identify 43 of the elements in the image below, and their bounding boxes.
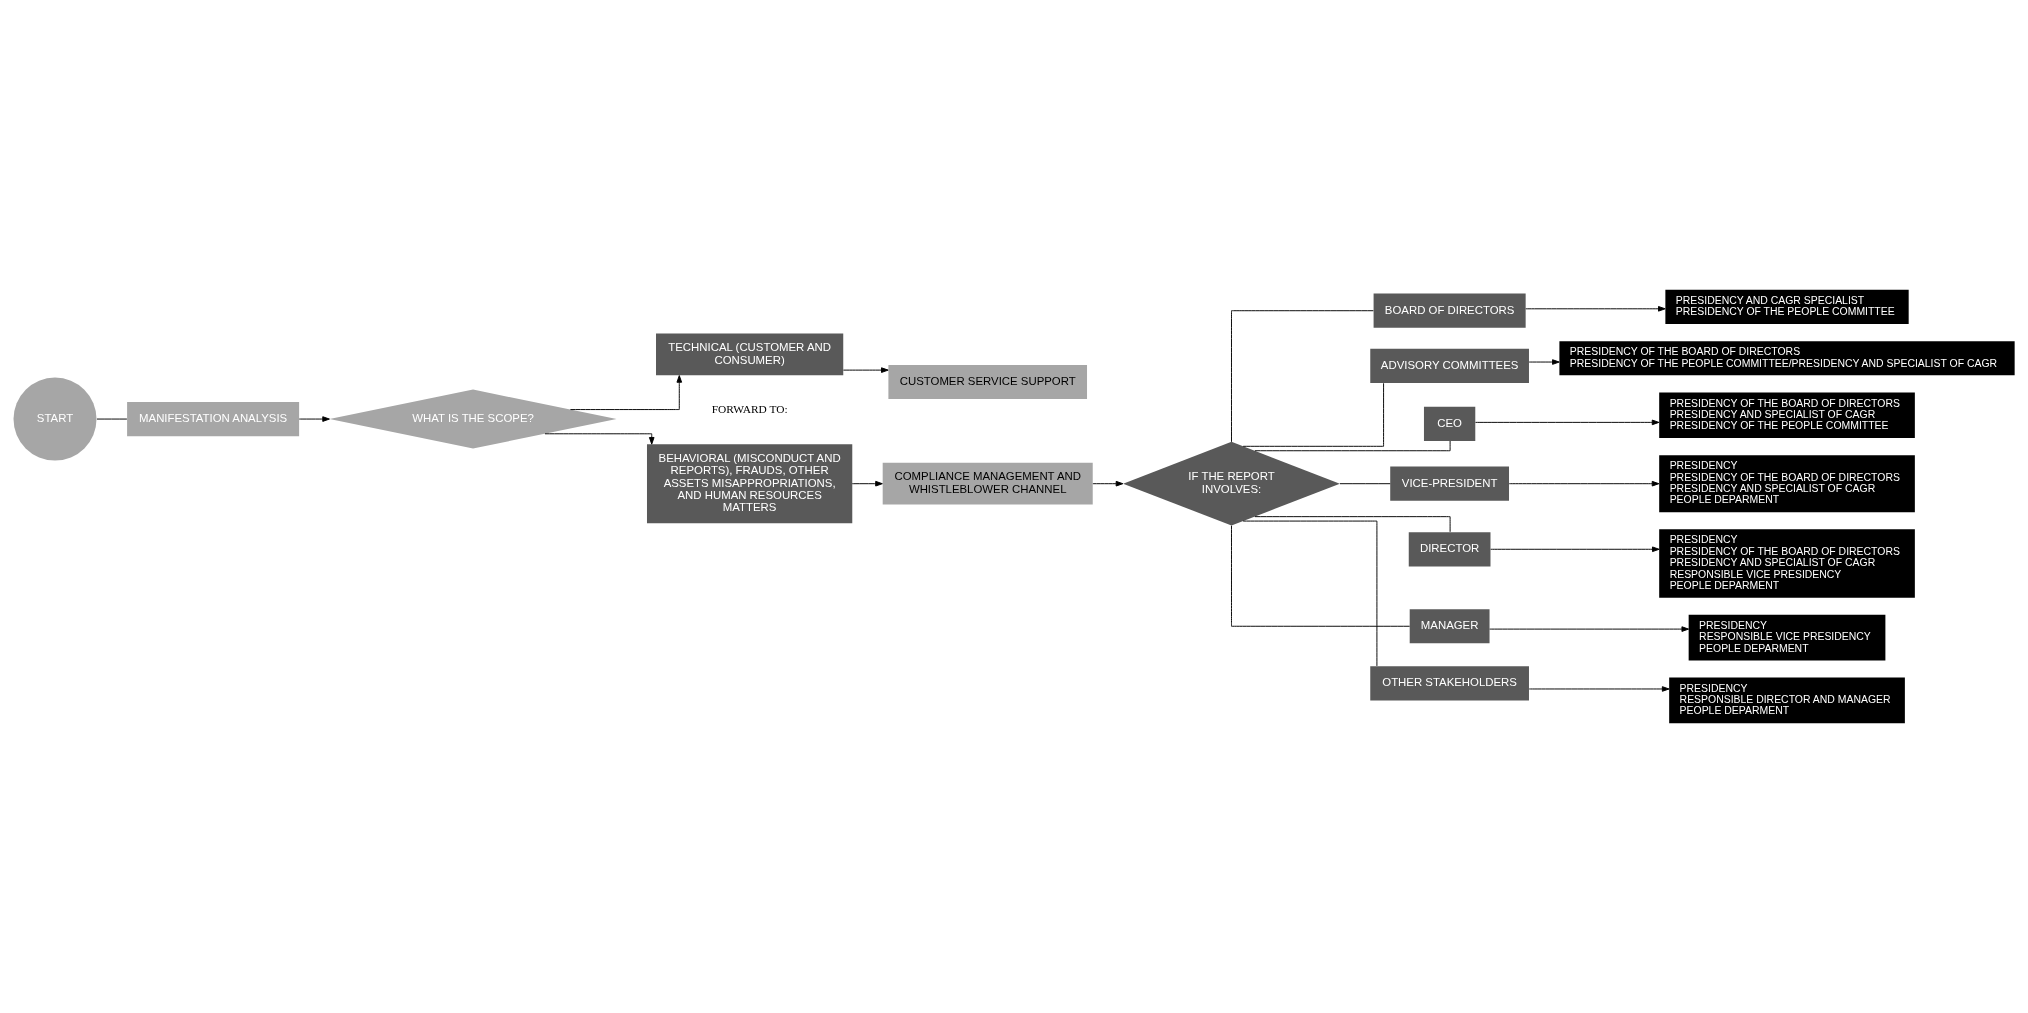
arrow [1490,546,1660,553]
connector [1231,310,1374,443]
node-box: VICE-PRESIDENT [1390,466,1509,501]
arrow [1092,480,1124,487]
connector [1339,483,1391,485]
node-box: PRESIDENCY RESPONSIBLE VICE PRESIDENCY PEOPLE DEPARMENT [1688,614,1886,661]
connector [1242,520,1378,667]
node-box: COMPLIANCE MANAGEMENT AND WHISTLEBLOWER CHANNEL [882,462,1093,505]
arrow [1528,686,1670,692]
arrow [1475,419,1660,426]
connector [1254,440,1451,452]
node-box: OTHER STAKEHOLDERS [1370,666,1529,701]
node-box: MANAGER [1409,609,1490,644]
label: FORWARD TO: [711,402,788,415]
arrow [851,480,883,487]
node-circle: START [13,377,97,461]
arrow [1525,306,1666,312]
node-box: CUSTOMER SERVICE SUPPORT [888,364,1088,400]
connector [1242,382,1385,447]
node-box: CEO [1423,406,1476,441]
arrow [1489,626,1690,632]
arrow [298,416,330,422]
arrow [842,367,889,373]
arrow [569,375,683,411]
node-diamond: IF THE REPORT INVOLVES: [1123,441,1340,526]
node-box: ADVISORY COMMITTEES [1370,348,1529,383]
node-box: MANIFESTATION ANALYSIS [127,401,300,437]
arrow [544,433,655,445]
node-box: BEHAVIORAL (MISCONDUCT AND REPORTS), FRAUDS, OTHER ASSETS MISAPPROPRIATIONS, AND HUMAN RESOURCES MATTERS [647,444,853,524]
arrow [1528,359,1560,365]
node-box: PRESIDENCY OF THE BOARD OF DIRECTORS PRESIDENCY AND SPECIALIST OF CAGR PRESIDENCY OF THE PEOPLE COMMITTEE [1659,392,1915,439]
node-box: PRESIDENCY OF THE BOARD OF DIRECTORS PRESIDENCY OF THE PEOPLE COMMITTEE/PRESIDENCY AND SPECIALIST OF CAGR [1559,341,2015,376]
node-box: TECHNICAL (CUSTOMER AND CONSUMER) [656,333,844,376]
node-diamond: WHAT IS THE SCOPE? [329,389,617,449]
node-box: BOARD OF DIRECTORS [1373,293,1526,328]
node-box: PRESIDENCY RESPONSIBLE DIRECTOR AND MANAGER PEOPLE DEPARMENT [1669,677,1905,724]
node-box: DIRECTOR [1408,532,1491,567]
node-box: PRESIDENCY PRESIDENCY OF THE BOARD OF DIRECTORS PRESIDENCY AND SPECIALIST OF CAGR PEOPLE DEPARMENT [1659,455,1915,513]
node-box: PRESIDENCY PRESIDENCY OF THE BOARD OF DIRECTORS PRESIDENCY AND SPECIALIST OF CAGR RESPONSIBLE VICE PRESIDENCY PEOPLE DEPARMENT [1659,529,1915,598]
connector [1254,516,1451,533]
node-box: PRESIDENCY AND CAGR SPECIALIST PRESIDENCY OF THE PEOPLE COMMITTEE [1665,289,1909,324]
arrow [1508,480,1660,487]
connector [1231,525,1411,627]
